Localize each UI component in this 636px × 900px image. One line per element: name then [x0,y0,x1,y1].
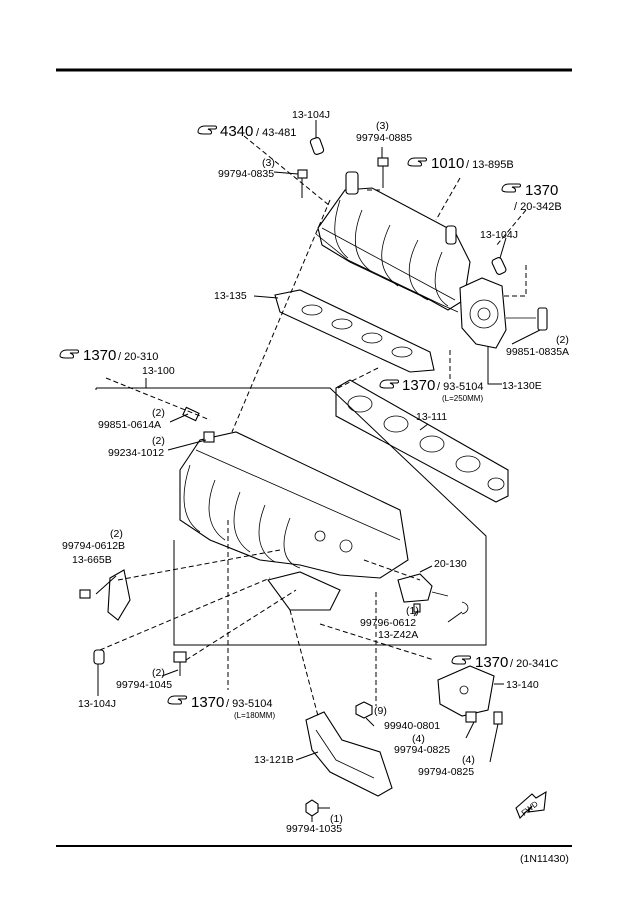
qty-99794-1035: (1) [330,813,343,825]
qty-99794-1045: (2) [152,667,165,679]
label-13-130E: 13-130E [502,380,542,392]
ref-1370-20-310: 1370 / 20-310 [59,347,158,364]
label-99796-0612: 99796-0612 [360,617,416,629]
assembly-frame-13-100 [95,387,487,646]
label-99234-1012: 99234-1012 [108,447,164,459]
bolt-99794-1045 [173,651,187,676]
label-99794-0612B: 99794-0612B [62,540,125,552]
svg-text:/ 20-342B: / 20-342B [514,201,562,213]
throttle-body [459,277,548,349]
lower-intake-manifold [179,406,409,611]
leader-lines [95,120,541,822]
label-99851-0614A: 99851-0614A [98,419,161,431]
label-99940-0801: 99940-0801 [384,720,440,732]
svg-text:1370: 1370 [525,182,558,199]
diagram-code: (1N11430) [520,853,569,865]
ref-1010: 1010 / 13-895B [407,155,514,172]
svg-text:1370: 1370 [83,347,116,364]
svg-text:/ 13-895B: / 13-895B [466,159,514,171]
label-13-Z42A: 13-Z42A [378,629,418,641]
qty-99796-0612: (1) [406,605,419,617]
qty-99234-1012: (2) [152,435,165,447]
qty-99851-0614A: (2) [152,407,165,419]
label-13-111: 13-111 [416,411,447,423]
qty-99794-0825-b: (4) [462,754,475,766]
svg-text:/ 93-5104: / 93-5104 [437,381,483,393]
label-13-104J-top: 13-104J [292,109,330,121]
label-13-104J-bottom: 13-104J [78,698,116,710]
svg-text:1370: 1370 [475,654,508,671]
nut-99940-0801 [355,701,373,719]
svg-text:/ 20-341C: / 20-341C [510,658,558,670]
label-99794-1035: 99794-1035 [286,823,342,835]
hose-13-104J-bottom [93,649,105,665]
part-labels: 13-104J (3) 99794-0885 (3) 99794-0835 13… [62,109,569,865]
guide-lines [99,135,527,717]
ref-1370-20-341C: 1370 / 20-341C [451,654,558,671]
svg-text:1370: 1370 [402,377,435,394]
upper-intake-manifold [315,171,471,313]
lower-gasket [335,379,509,503]
label-13-140: 13-140 [506,679,539,691]
label-99794-0835: 99794-0835 [218,168,274,180]
qty-99940-0801: (9) [374,705,387,717]
ref-1370-20-342B: 1370 / 20-342B [501,182,562,213]
svg-text:(L=250MM): (L=250MM) [442,394,483,403]
bolt-99794-0825-a [465,711,477,723]
bracket-13-140 [437,665,495,717]
svg-text:/ 43-481: / 43-481 [256,127,296,139]
svg-text:(L=180MM): (L=180MM) [234,711,275,720]
upper-gasket [274,289,435,373]
label-99794-0825-a: 99794-0825 [394,744,450,756]
ref-1370-93-5104-180: 1370 / 93-5104 (L=180MM) [167,694,275,720]
label-13-135: 13-135 [214,290,247,302]
iac-valve [397,573,449,613]
svg-text:1010: 1010 [431,155,464,172]
clip-13-Z42A [461,601,469,615]
label-20-130: 20-130 [434,558,467,570]
bolt-99794-1035 [305,799,330,817]
ref-1370-93-5104-250: 1370 / 93-5104 (L=250MM) [379,377,483,403]
bolt-99794-0825-b [493,711,503,725]
label-13-665B: 13-665B [72,554,112,566]
bolt-99794-0885 [377,157,389,188]
label-13-121B: 13-121B [254,754,294,766]
qty-99794-0612B: (2) [110,528,123,540]
hose-13-104J-right [491,257,507,275]
label-99794-0885: 99794-0885 [356,132,412,144]
svg-text:1370: 1370 [191,694,224,711]
qty-99794-0885: (3) [376,120,389,132]
hose-13-104J-top [309,137,325,155]
label-99794-0825-b: 99794-0825 [418,766,474,778]
label-99794-1045: 99794-1045 [116,679,172,691]
label-13-100: 13-100 [142,365,175,377]
qty-99851-0835A: (2) [556,334,569,346]
label-99851-0835A: 99851-0835A [506,346,569,358]
label-13-104J-right: 13-104J [480,229,518,241]
bracket-13-121B [305,711,393,797]
fwd-arrow [515,790,547,819]
qty-99794-0825-a: (4) [412,733,425,745]
bracket-13-665B [79,569,131,621]
svg-text:4340: 4340 [220,123,253,140]
svg-text:/ 20-310: / 20-310 [118,351,158,363]
qty-99794-0835: (3) [262,157,275,169]
svg-text:/ 93-5104: / 93-5104 [226,698,272,710]
ref-4340: 4340 / 43-481 [197,123,296,140]
